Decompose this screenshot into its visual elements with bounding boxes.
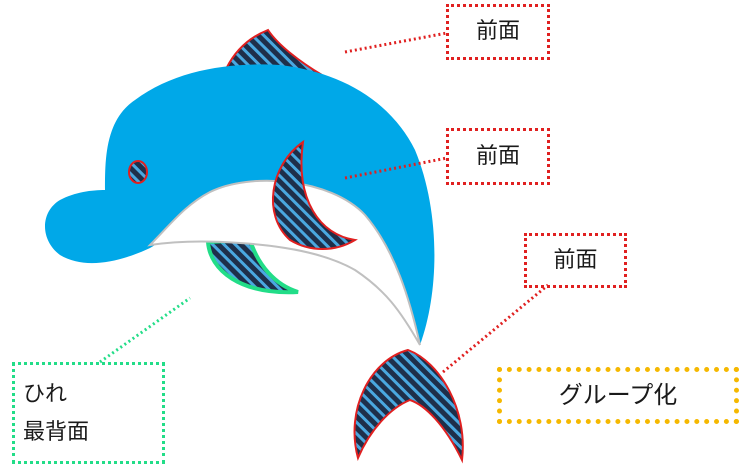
dolphin-belly: [147, 179, 421, 346]
callout-front-top-text: 前面: [475, 19, 520, 44]
callout-group-text: グループ化: [558, 381, 678, 409]
callout-fin-text: ひれ: [23, 382, 68, 407]
callout-front-right: 前面: [524, 233, 627, 288]
leader-line-top: [344, 31, 448, 54]
tail-shape: [353, 348, 464, 464]
back-fin-shape: [205, 237, 299, 295]
dolphin-body: [45, 64, 435, 345]
leader-line-middle: [344, 156, 448, 180]
callout-front-middle-text: 前面: [475, 144, 520, 169]
callout-front-middle: 前面: [446, 128, 550, 185]
leader-line-right: [442, 283, 549, 374]
leader-line-fin: [99, 296, 191, 364]
callout-front-right-text: 前面: [553, 248, 598, 273]
callout-backmost-text: 最背面: [23, 420, 90, 445]
callout-group: グループ化: [497, 367, 739, 424]
callout-fin-backmost: ひれ 最背面: [12, 362, 165, 464]
callout-front-top: 前面: [446, 4, 550, 60]
pectoral-fin-shape: [271, 139, 358, 250]
eye-shape: [128, 160, 148, 184]
